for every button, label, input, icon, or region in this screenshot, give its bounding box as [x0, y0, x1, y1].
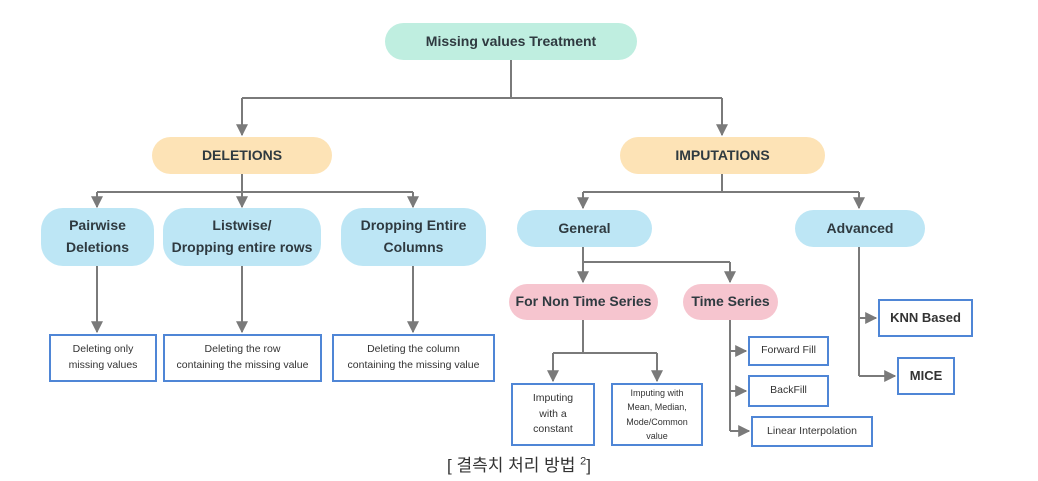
knn-based-text: KNN Based: [890, 310, 961, 326]
deletions-label: DELETIONS: [201, 146, 283, 163]
caption-close-bracket: ]: [586, 456, 591, 475]
advanced-label: Advanced: [826, 219, 894, 236]
mice-box: MICE: [897, 357, 955, 395]
general-label: General: [558, 219, 611, 236]
imputations-label: IMPUTATIONS: [675, 146, 770, 163]
dropping-columns-label: Dropping Entire Columns: [360, 217, 467, 255]
constant-imputation-box: Imputing with a constant: [511, 383, 595, 446]
forward-fill-box: Forward Fill: [748, 336, 829, 366]
dropping-columns-node: Dropping Entire Columns: [341, 208, 486, 266]
caption-footnote-number: 2: [580, 455, 587, 468]
dropping-detail-box: Deleting the column containing the missi…: [332, 334, 495, 382]
linear-interpolation-box: Linear Interpolation: [751, 416, 873, 447]
linear-interpolation-text: Linear Interpolation: [767, 424, 857, 437]
non-time-series-label: For Non Time Series: [515, 293, 652, 310]
mean-median-imputation-box: Imputing with Mean, Median, Mode/Common …: [611, 383, 703, 446]
forward-fill-text: Forward Fill: [761, 344, 816, 357]
figure-caption: [ 결측치 처리 방법 2]: [0, 451, 1038, 476]
dropping-detail-text: Deleting the column containing the missi…: [347, 343, 480, 371]
imputations-node: IMPUTATIONS: [620, 137, 825, 174]
time-series-node: Time Series: [683, 284, 778, 320]
non-time-series-node: For Non Time Series: [509, 284, 658, 320]
pairwise-detail-box: Deleting only missing values: [49, 334, 157, 382]
listwise-detail-box: Deleting the row containing the missing …: [163, 334, 322, 382]
constant-imputation-text: Imputing with a constant: [532, 391, 574, 436]
listwise-deletion-node: Listwise/ Dropping entire rows: [163, 208, 321, 266]
knn-based-box: KNN Based: [878, 299, 973, 337]
listwise-detail-text: Deleting the row containing the missing …: [176, 343, 309, 371]
caption-text: [ 결측치 처리 방법: [447, 456, 581, 475]
deletions-node: DELETIONS: [152, 137, 332, 174]
time-series-label: Time Series: [691, 293, 770, 310]
mice-text: MICE: [909, 368, 943, 384]
advanced-node: Advanced: [795, 210, 925, 247]
general-node: General: [517, 210, 652, 247]
listwise-deletion-label: Listwise/ Dropping entire rows: [171, 217, 313, 255]
backfill-text: BackFill: [770, 384, 807, 397]
root-node: Missing values Treatment: [385, 23, 637, 60]
backfill-box: BackFill: [748, 375, 829, 407]
pairwise-deletions-label: Pairwise Deletions: [65, 217, 129, 255]
pairwise-detail-text: Deleting only missing values: [68, 343, 138, 371]
root-label: Missing values Treatment: [425, 32, 597, 49]
mean-median-imputation-text: Imputing with Mean, Median, Mode/Common …: [626, 387, 688, 441]
pairwise-deletions-node: Pairwise Deletions: [41, 208, 154, 266]
